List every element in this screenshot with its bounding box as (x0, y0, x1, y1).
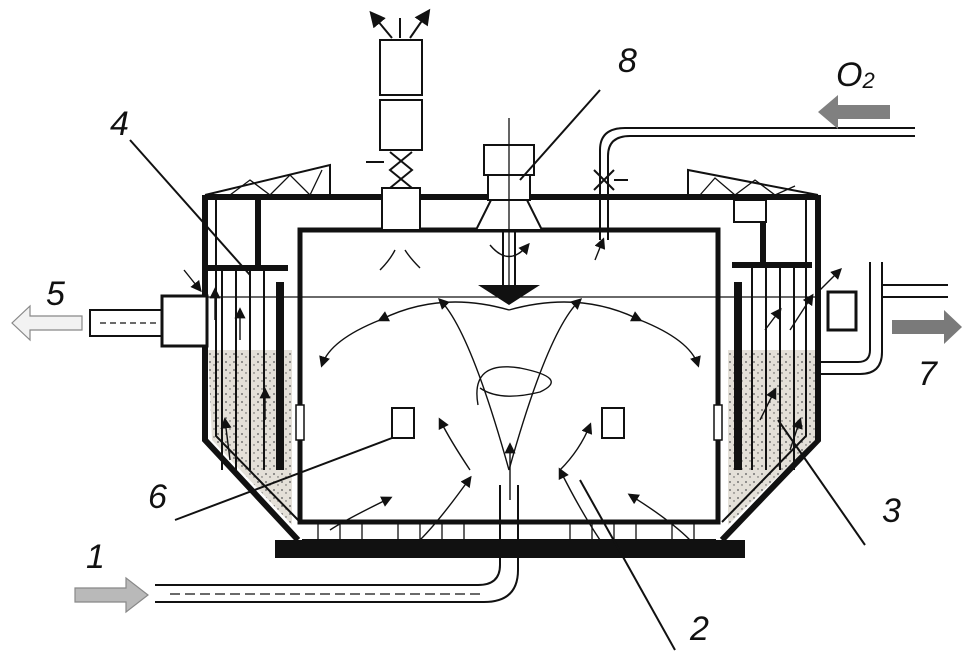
leader-lines (129, 89, 866, 651)
mixer-motor (474, 118, 544, 305)
filter-plates-left (208, 200, 288, 470)
filter-plates-right (732, 200, 812, 470)
label-1: 1 (86, 538, 105, 576)
outlet-arrow-left-icon (11, 304, 83, 342)
window-right (601, 407, 625, 439)
label-3: 3 (882, 492, 901, 530)
label-2: 2 (689, 610, 709, 648)
outlet-pipe-left (89, 294, 209, 348)
o2-feed-line (593, 127, 915, 240)
reaction-chamber (208, 227, 816, 541)
roof-truss-left (204, 163, 331, 197)
label-5: 5 (46, 275, 65, 313)
label-4: 4 (110, 105, 129, 143)
outlet-arrow-right-icon (892, 310, 962, 344)
label-6: 6 (148, 478, 167, 516)
window-left (391, 407, 415, 439)
circulation-flow (183, 237, 842, 541)
label-o2: O2 (836, 56, 875, 94)
label-8: 8 (618, 42, 637, 80)
roof-truss-right (687, 168, 819, 196)
outlet-pipe-right (733, 199, 948, 375)
inner-wall-left (215, 200, 301, 523)
inlet-arrow-icon (74, 576, 149, 614)
inner-wall-right (721, 200, 807, 523)
gas-exhaust-column (366, 8, 431, 231)
o2-arrow-icon (818, 95, 890, 129)
outer-vessel (202, 194, 821, 558)
inlet-pipe (155, 485, 519, 603)
label-7: 7 (918, 355, 938, 393)
